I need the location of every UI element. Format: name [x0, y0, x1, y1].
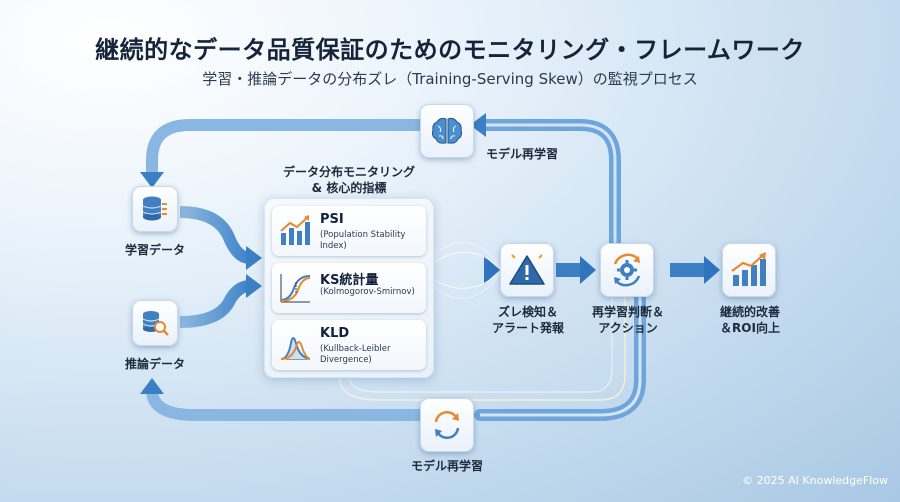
brain-icon [431, 117, 463, 144]
database-search-icon [142, 311, 169, 336]
page-subtitle: 学習・推論データの分布ズレ（Training-Serving Skew）の監視プ… [202, 70, 698, 88]
chart-up-icon [280, 215, 310, 245]
monitoring-heading: データ分布モニタリング & 核心的指標 [264, 164, 434, 196]
cdf-curve-icon [280, 274, 311, 303]
training-data-tile [132, 186, 178, 232]
monitoring-heading-line1: データ分布モニタリング [282, 165, 415, 179]
roi-label-line1: 継続的改善 [719, 305, 780, 319]
retrain-label-line1: 再学習判断＆ [591, 305, 664, 319]
metric-card-kld: KLD (Kullback-Leibler Divergence) [272, 320, 426, 370]
monitoring-heading-line2: & 核心的指標 [311, 181, 387, 195]
warning-icon [509, 252, 545, 285]
brain-tile [420, 104, 474, 158]
growth-chart-icon [731, 252, 766, 286]
training-data-label: 学習データ [124, 243, 185, 257]
drift-label-line2: アラート発報 [491, 321, 564, 335]
metric-card-psi: PSI (Population Stability Index) [272, 206, 426, 256]
metric-kld-name: KLD [320, 326, 350, 341]
metric-kld-desc: (Kullback-Leibler Divergence) [320, 344, 391, 365]
drift-alert-tile [500, 243, 554, 297]
inference-flow-arrow [179, 280, 251, 328]
refresh-icon [434, 410, 460, 440]
retrain-decision-tile [600, 243, 654, 297]
metric-ks-desc: (Kolmogorov-Smirnov) [320, 287, 415, 297]
roi-tile [722, 243, 776, 297]
retrain-label: 再学習判断＆ アクション [578, 304, 678, 336]
top-loop-arrowhead-left [140, 172, 164, 188]
metric-psi-desc: (Population Stability Index) [320, 230, 406, 251]
top-loop-label: モデル再学習 [485, 147, 558, 161]
gear-cycle-icon [613, 253, 641, 287]
roi-label-line2: ＆ROI向上 [720, 321, 780, 335]
drift-label-line1: ズレ検知＆ [497, 305, 558, 319]
monitoring-panel: PSI (Population Stability Index) KS統計量 (… [264, 198, 434, 378]
metric-card-ks: KS統計量 (Kolmogorov-Smirnov) [272, 263, 426, 313]
bottom-loop-label: モデル再学習 [410, 459, 483, 473]
copyright-text: © 2025 AI KnowledgeFlow [742, 474, 888, 487]
inference-data-tile [132, 300, 178, 346]
drift-label: ズレ検知＆ アラート発報 [478, 304, 578, 336]
training-flow-arrow [179, 206, 251, 264]
inference-data-label: 推論データ [124, 357, 185, 371]
metric-psi-name: PSI [320, 212, 344, 227]
retrain-label-line2: アクション [598, 321, 658, 335]
database-icon [142, 196, 167, 221]
bottom-loop-arrowhead [140, 378, 164, 394]
distribution-icon [280, 337, 311, 360]
metric-ks-name: KS統計量 [320, 273, 379, 288]
page-title: 継続的なデータ品質保証のためのモニタリング・フレームワーク [95, 36, 805, 64]
top-loop-arrow [474, 119, 621, 261]
top-loop-arrowhead [470, 113, 486, 137]
roi-label: 継続的改善 ＆ROI向上 [700, 304, 800, 336]
refresh-tile [420, 398, 474, 452]
